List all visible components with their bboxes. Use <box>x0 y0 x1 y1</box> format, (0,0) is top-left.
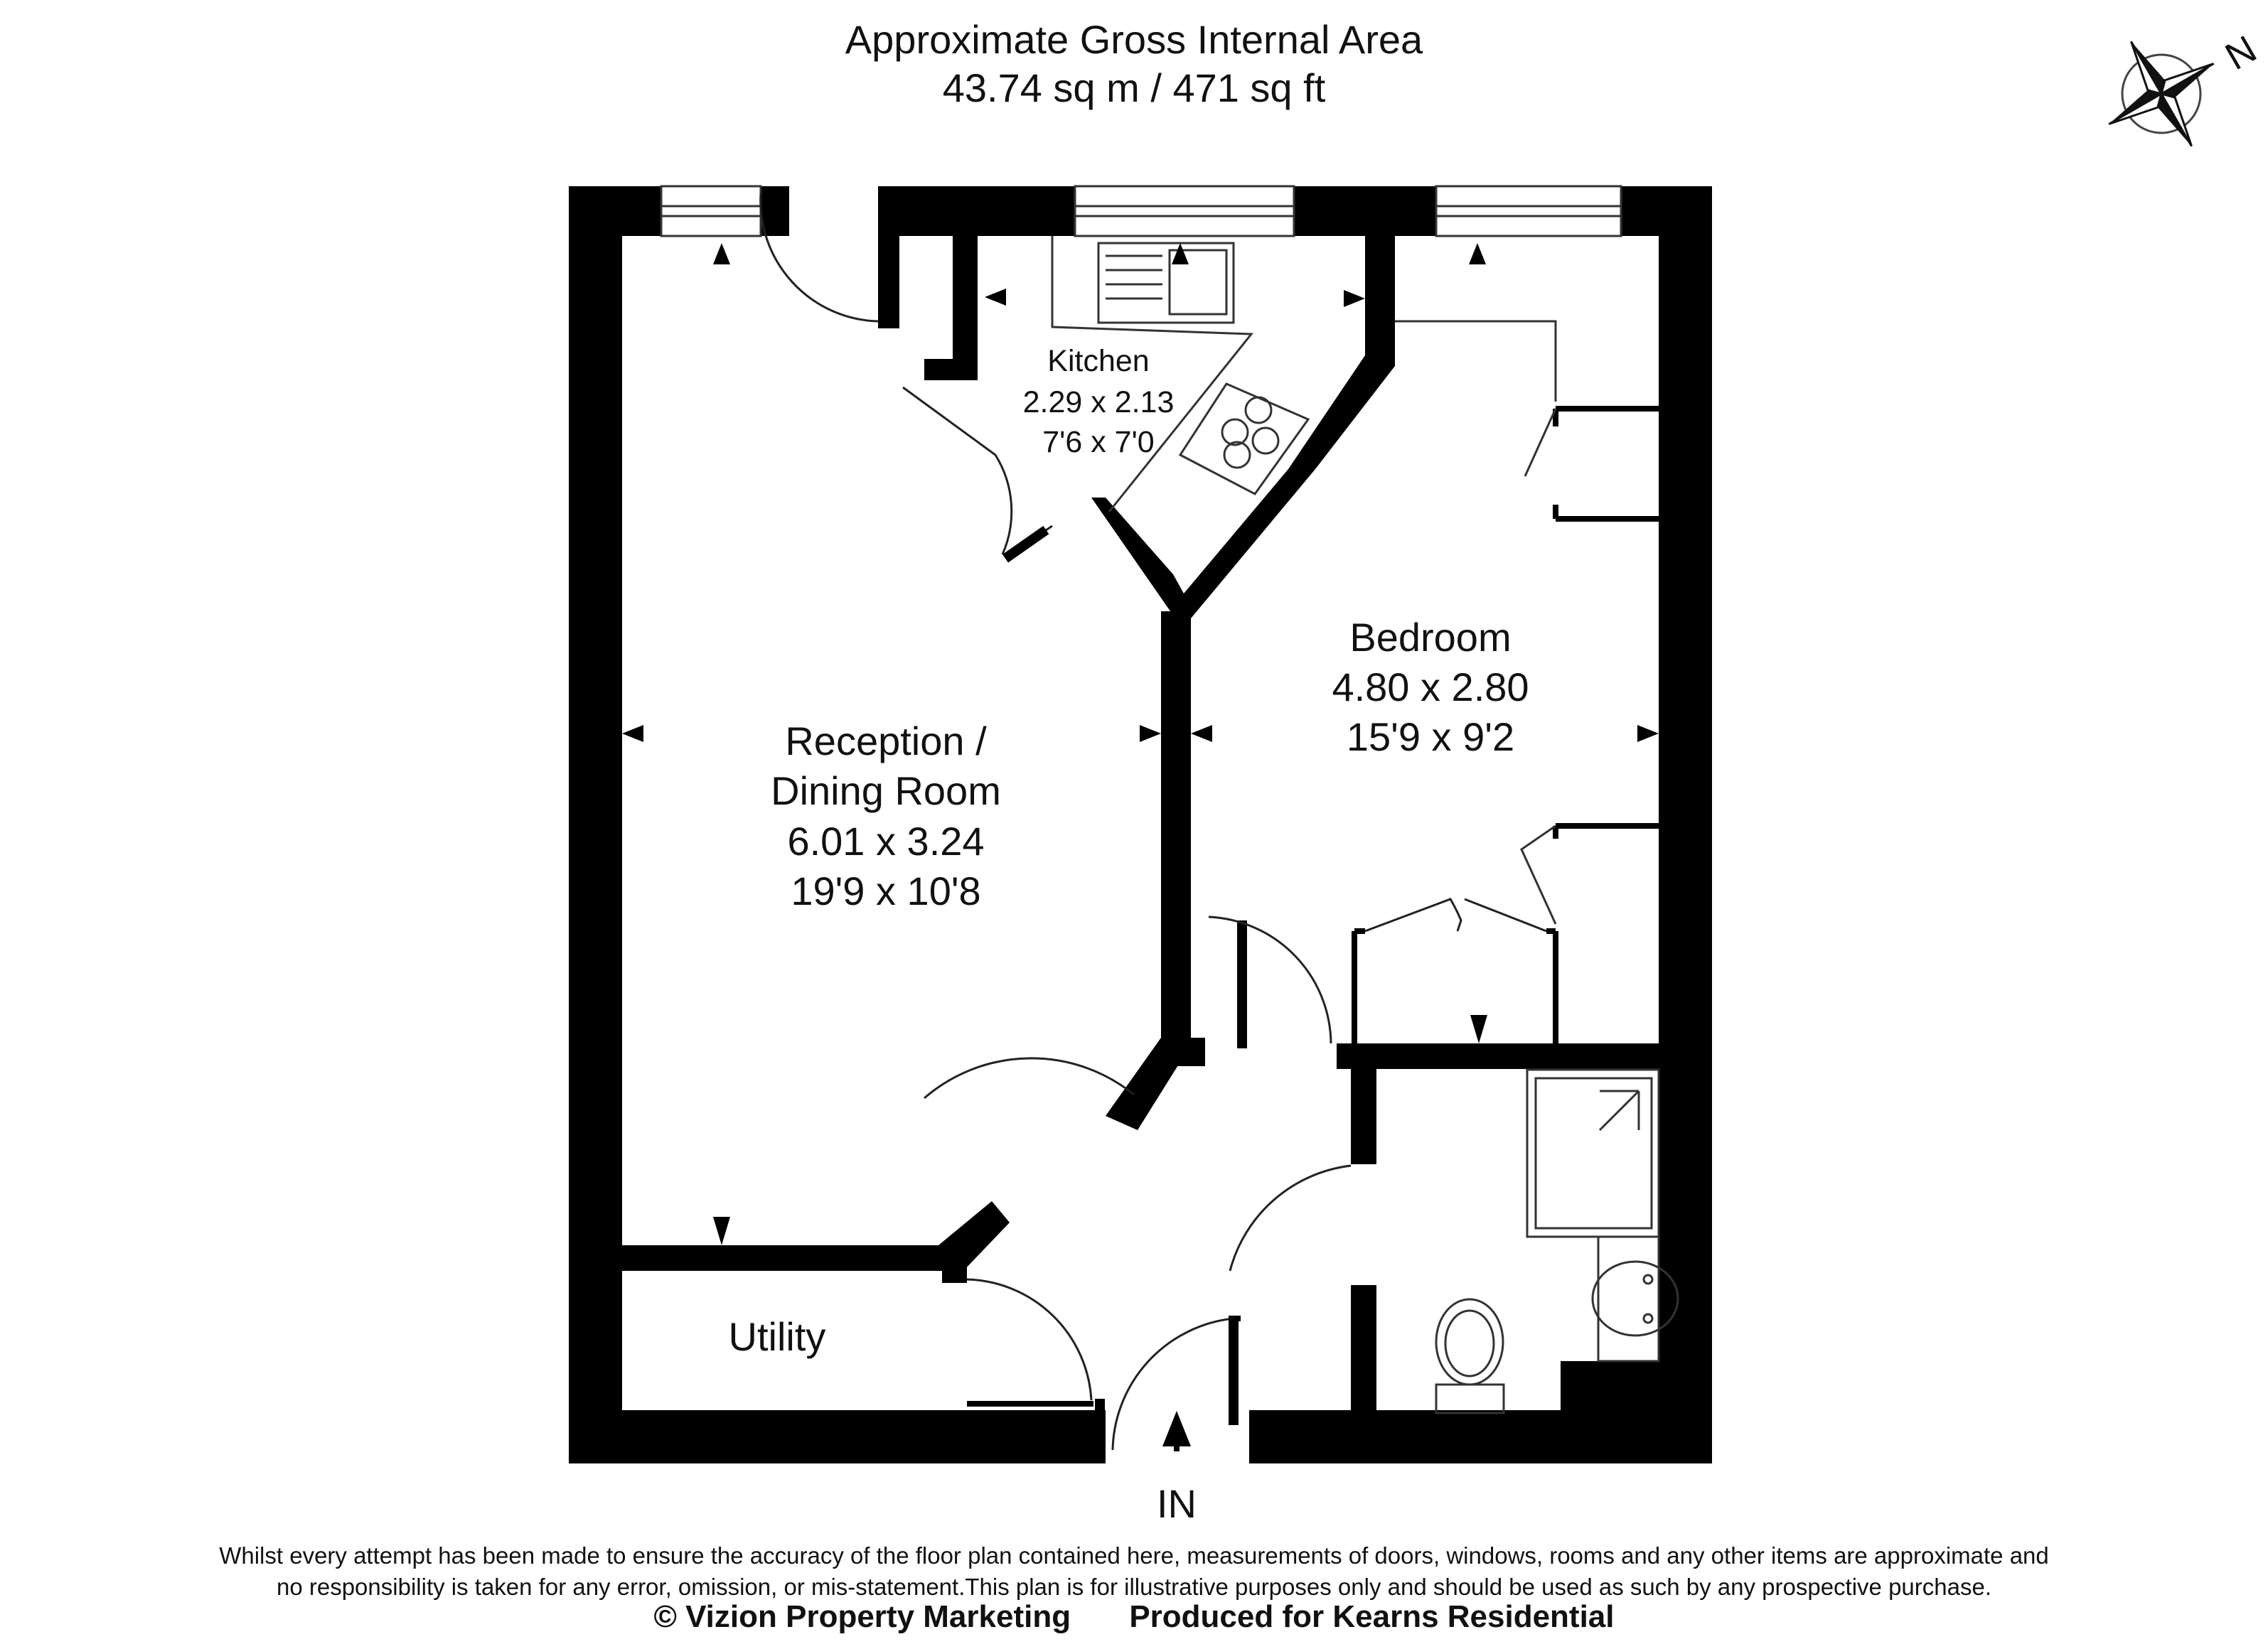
area-title: Approximate Gross Internal Area <box>845 17 1423 62</box>
hob-icon <box>1178 382 1310 495</box>
copyright-text: © Vizion Property Marketing <box>653 1599 1071 1634</box>
toilet-icon <box>1435 1298 1505 1414</box>
kitchen-imperial: 7'6 x 7'0 <box>1042 425 1154 459</box>
partitions <box>967 406 1659 1407</box>
bedroom-imperial: 15'9 x 9'2 <box>1347 714 1514 759</box>
reception-label-line2: Dining Room <box>771 768 1001 813</box>
kitchen-metric: 2.29 x 2.13 <box>1023 385 1175 419</box>
window <box>660 185 1622 237</box>
reception-label-line1: Reception / <box>785 719 987 763</box>
disclaimer-line1: Whilst every attempt has been made to en… <box>219 1542 2049 1569</box>
utility-label: Utility <box>729 1314 826 1359</box>
interior-walls <box>569 186 1712 1427</box>
compass-north-label: N <box>2218 28 2264 78</box>
kitchen-counter <box>1051 236 1254 512</box>
bedroom-metric: 4.80 x 2.80 <box>1332 665 1529 709</box>
area-value: 43.74 sq m / 471 sq ft <box>942 65 1326 110</box>
reception-imperial: 19'9 x 10'8 <box>791 869 980 913</box>
basin-icon <box>1591 1235 1679 1363</box>
entrance-label: IN <box>1157 1481 1197 1526</box>
compass-icon <box>2108 41 2215 147</box>
reception-metric: 6.01 x 3.24 <box>787 819 984 864</box>
dimension-arrows <box>622 243 1659 1451</box>
door <box>759 193 1547 1451</box>
bedroom-label: Bedroom <box>1349 615 1511 660</box>
disclaimer-line2: no responsibility is taken for any error… <box>276 1574 1991 1600</box>
sink-icon <box>1097 242 1235 324</box>
shower-icon <box>1526 1068 1660 1238</box>
produced-for-text: Produced for Kearns Residential <box>1129 1599 1615 1634</box>
credits: © Vizion Property Marketing Produced for… <box>0 1599 2268 1635</box>
kitchen-label: Kitchen <box>1047 344 1149 378</box>
